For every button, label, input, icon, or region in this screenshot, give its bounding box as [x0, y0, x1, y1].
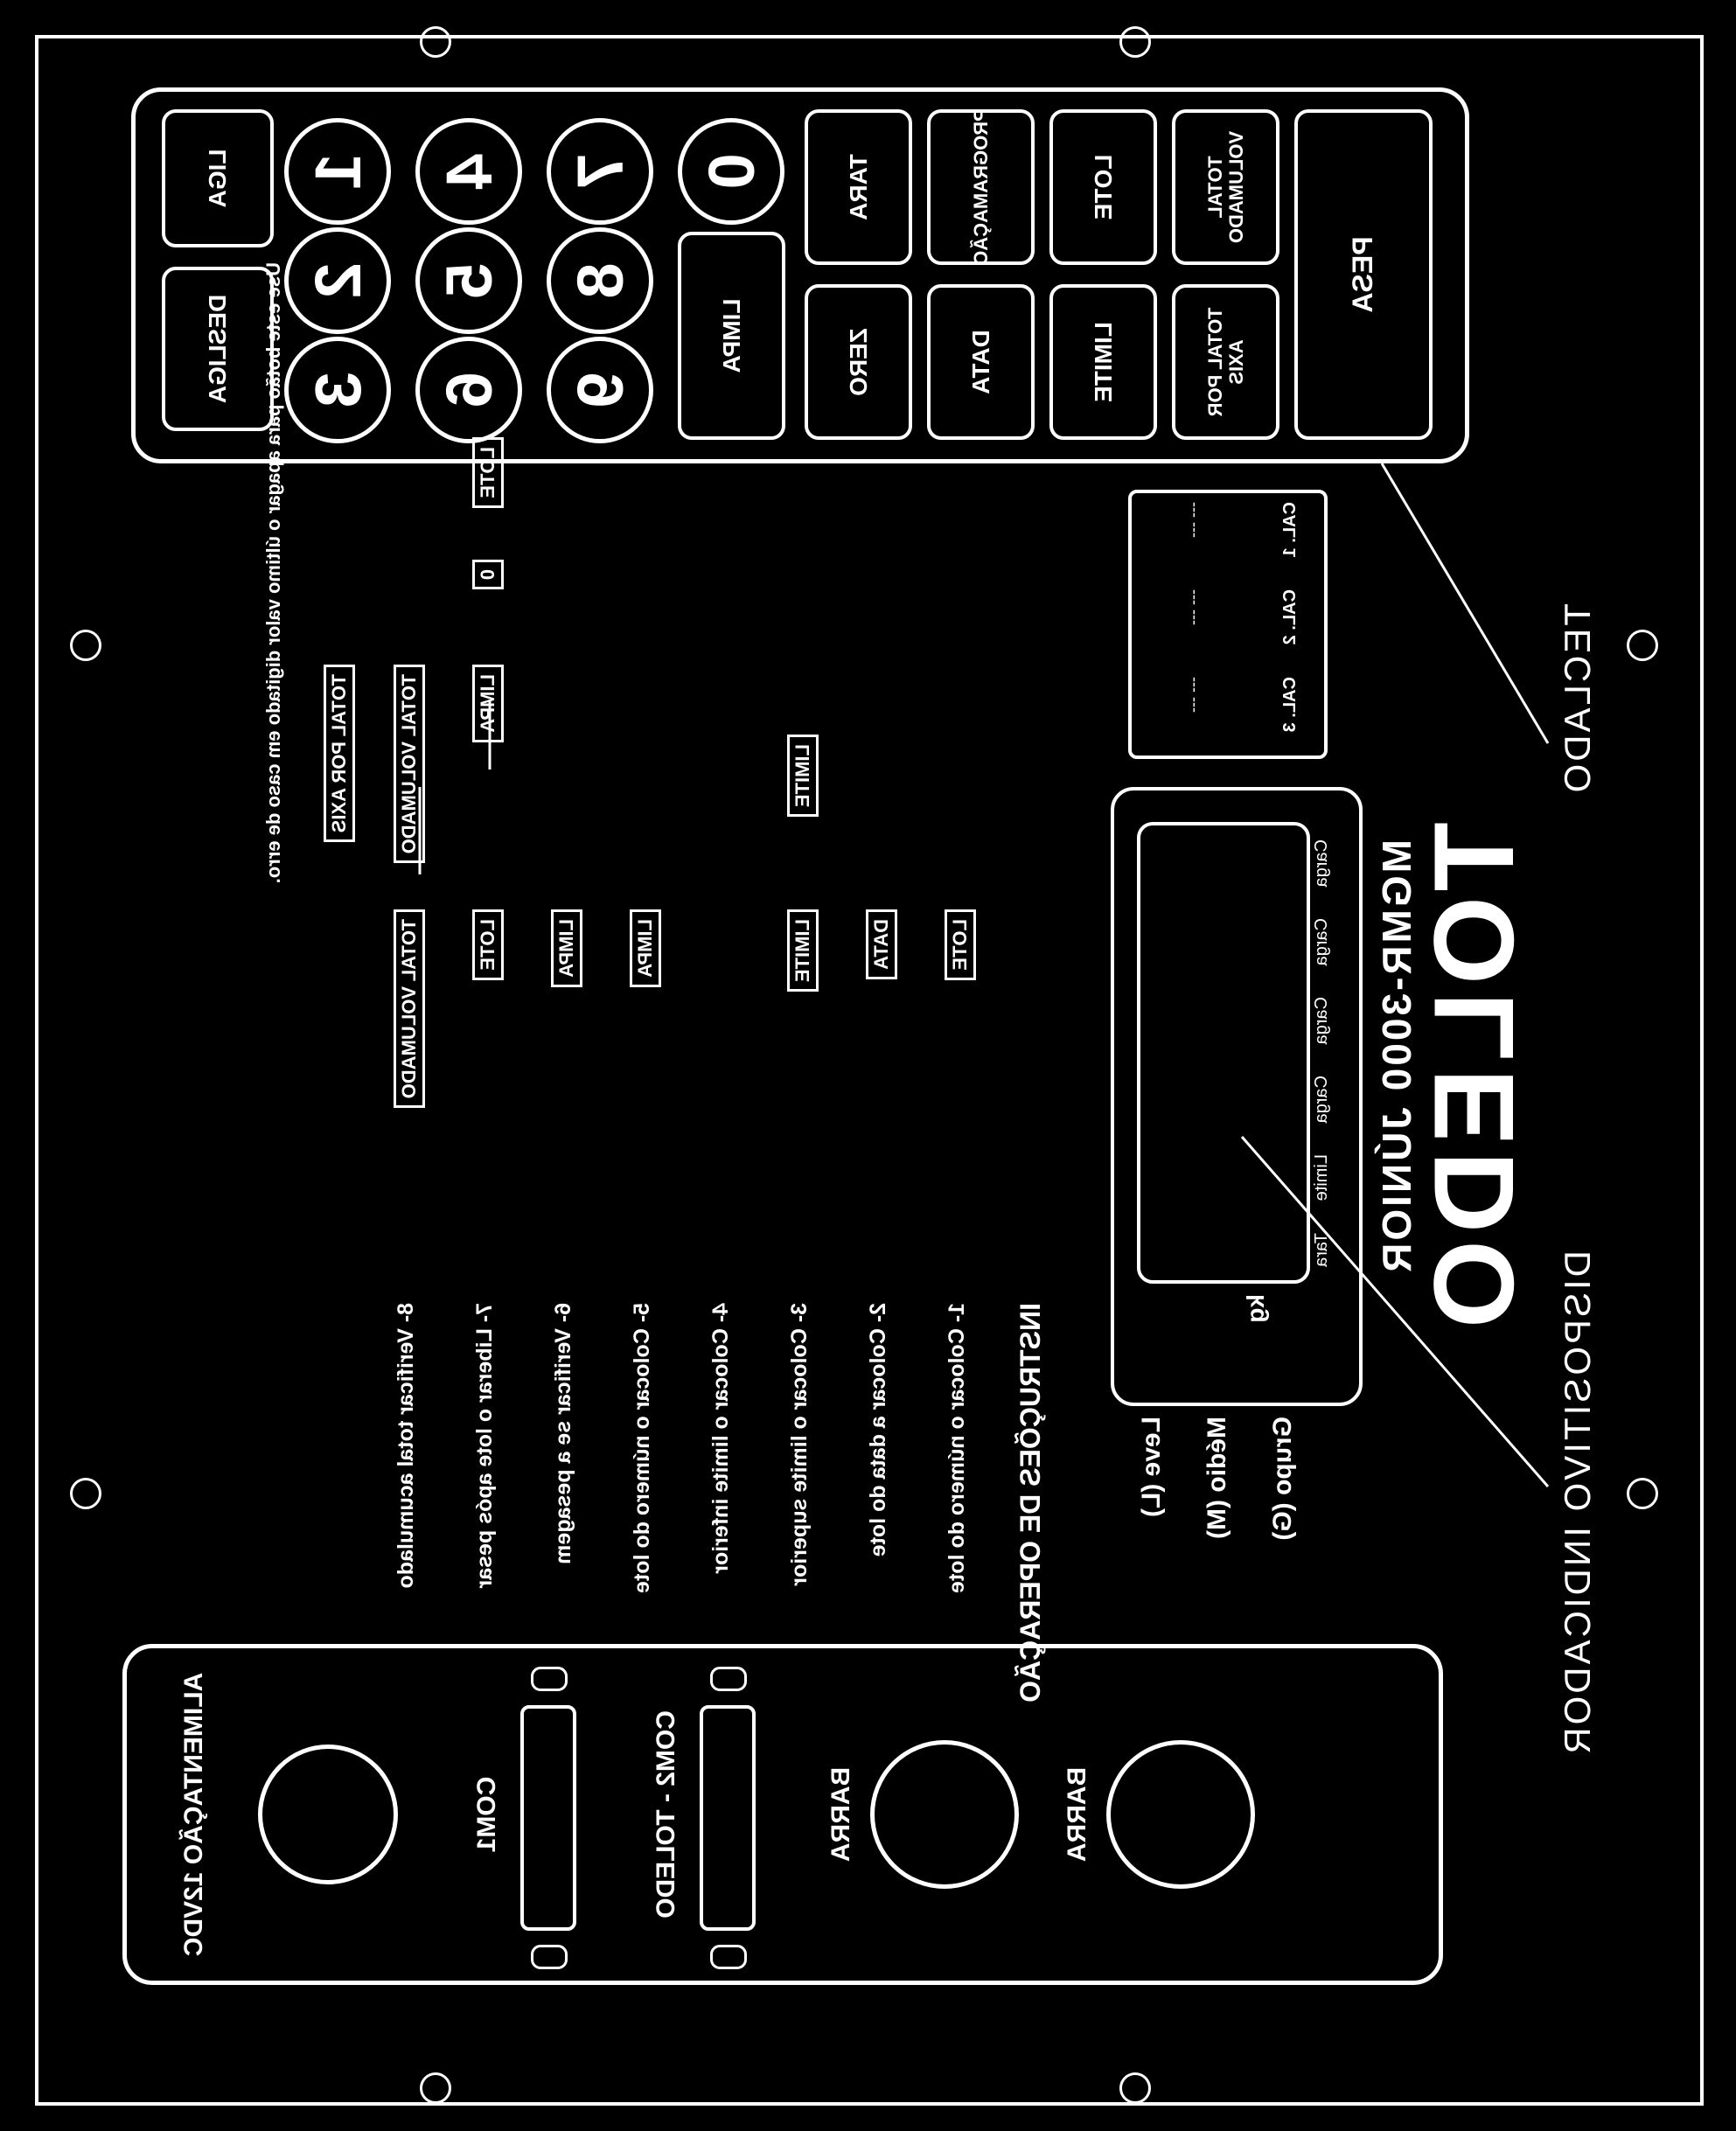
arrow-display — [1240, 1136, 1550, 1487]
arrow-teclado — [1380, 463, 1550, 744]
